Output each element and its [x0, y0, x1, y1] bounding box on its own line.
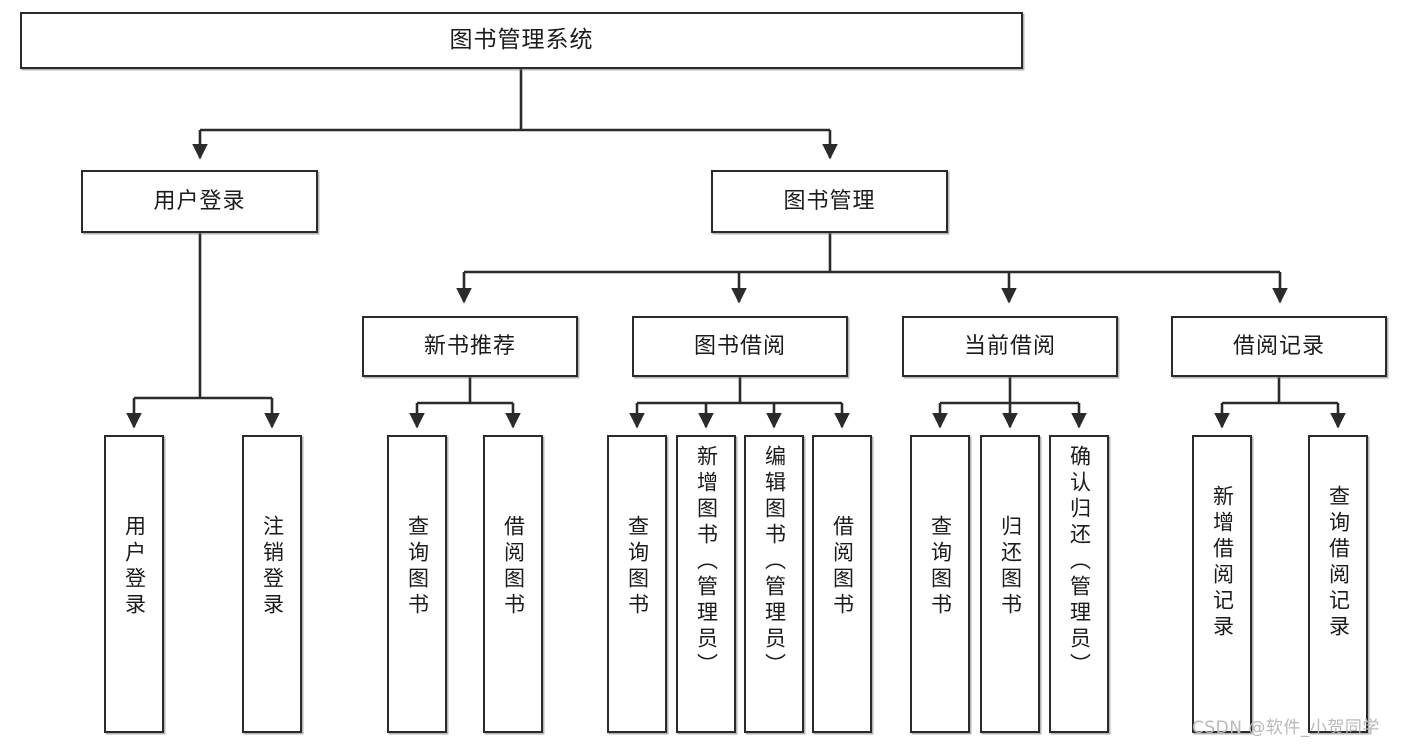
node-leaf-rec-query-book[interactable]: 查询图书 [387, 435, 447, 733]
node-root[interactable]: 图书管理系统 [20, 12, 1023, 69]
node-leaf-br-query-record[interactable]: 查询借阅记录 [1308, 435, 1368, 733]
node-leaf-bb-borrow-book[interactable]: 借阅图书 [812, 435, 872, 733]
node-leaf-rec-borrow-book-label: 借阅图书 [501, 515, 526, 619]
node-leaf-bb-edit-book-label: 编辑图书（管理员） [762, 445, 787, 679]
node-leaf-bb-query-book-label: 查询图书 [625, 515, 650, 619]
node-leaf-cb-query-book-label: 查询图书 [928, 515, 953, 619]
node-leaf-user-login[interactable]: 用户登录 [104, 435, 164, 733]
node-book-manage[interactable]: 图书管理 [711, 170, 948, 233]
node-leaf-br-add-record-label: 新增借阅记录 [1210, 485, 1235, 641]
node-leaf-bb-add-book-label: 新增图书（管理员） [694, 445, 719, 679]
node-current-borrow-label: 当前借阅 [963, 333, 1056, 359]
node-user-login-label: 用户登录 [153, 188, 246, 214]
node-leaf-user-logout[interactable]: 注销登录 [242, 435, 302, 733]
node-leaf-cb-return-book[interactable]: 归还图书 [980, 435, 1040, 733]
node-leaf-bb-query-book[interactable]: 查询图书 [607, 435, 667, 733]
node-borrow-record-label: 借阅记录 [1232, 333, 1325, 359]
node-book-borrow[interactable]: 图书借阅 [632, 316, 848, 377]
node-leaf-rec-query-book-label: 查询图书 [405, 515, 430, 619]
node-current-borrow[interactable]: 当前借阅 [902, 316, 1118, 377]
node-leaf-bb-edit-book[interactable]: 编辑图书（管理员） [744, 435, 804, 733]
node-user-login[interactable]: 用户登录 [81, 170, 318, 233]
node-new-book-recommend-label: 新书推荐 [423, 333, 516, 359]
node-borrow-record[interactable]: 借阅记录 [1171, 316, 1387, 377]
node-book-manage-label: 图书管理 [783, 188, 876, 214]
node-leaf-cb-return-book-label: 归还图书 [998, 515, 1023, 619]
node-book-borrow-label: 图书借阅 [693, 333, 786, 359]
node-leaf-br-query-record-label: 查询借阅记录 [1326, 485, 1351, 641]
node-leaf-cb-confirm-return[interactable]: 确认归还（管理员） [1049, 435, 1109, 733]
node-leaf-bb-add-book[interactable]: 新增图书（管理员） [676, 435, 736, 733]
node-leaf-rec-borrow-book[interactable]: 借阅图书 [483, 435, 543, 733]
node-leaf-cb-confirm-return-label: 确认归还（管理员） [1067, 445, 1092, 679]
node-leaf-user-logout-label: 注销登录 [260, 515, 285, 619]
node-leaf-br-add-record[interactable]: 新增借阅记录 [1192, 435, 1252, 733]
node-new-book-recommend[interactable]: 新书推荐 [362, 316, 578, 377]
node-root-label: 图书管理系统 [449, 27, 594, 54]
node-leaf-cb-query-book[interactable]: 查询图书 [910, 435, 970, 733]
node-leaf-user-login-label: 用户登录 [122, 515, 147, 619]
node-leaf-bb-borrow-book-label: 借阅图书 [830, 515, 855, 619]
csdn-watermark: CSDN @软件_小贺同学 [1192, 718, 1380, 738]
